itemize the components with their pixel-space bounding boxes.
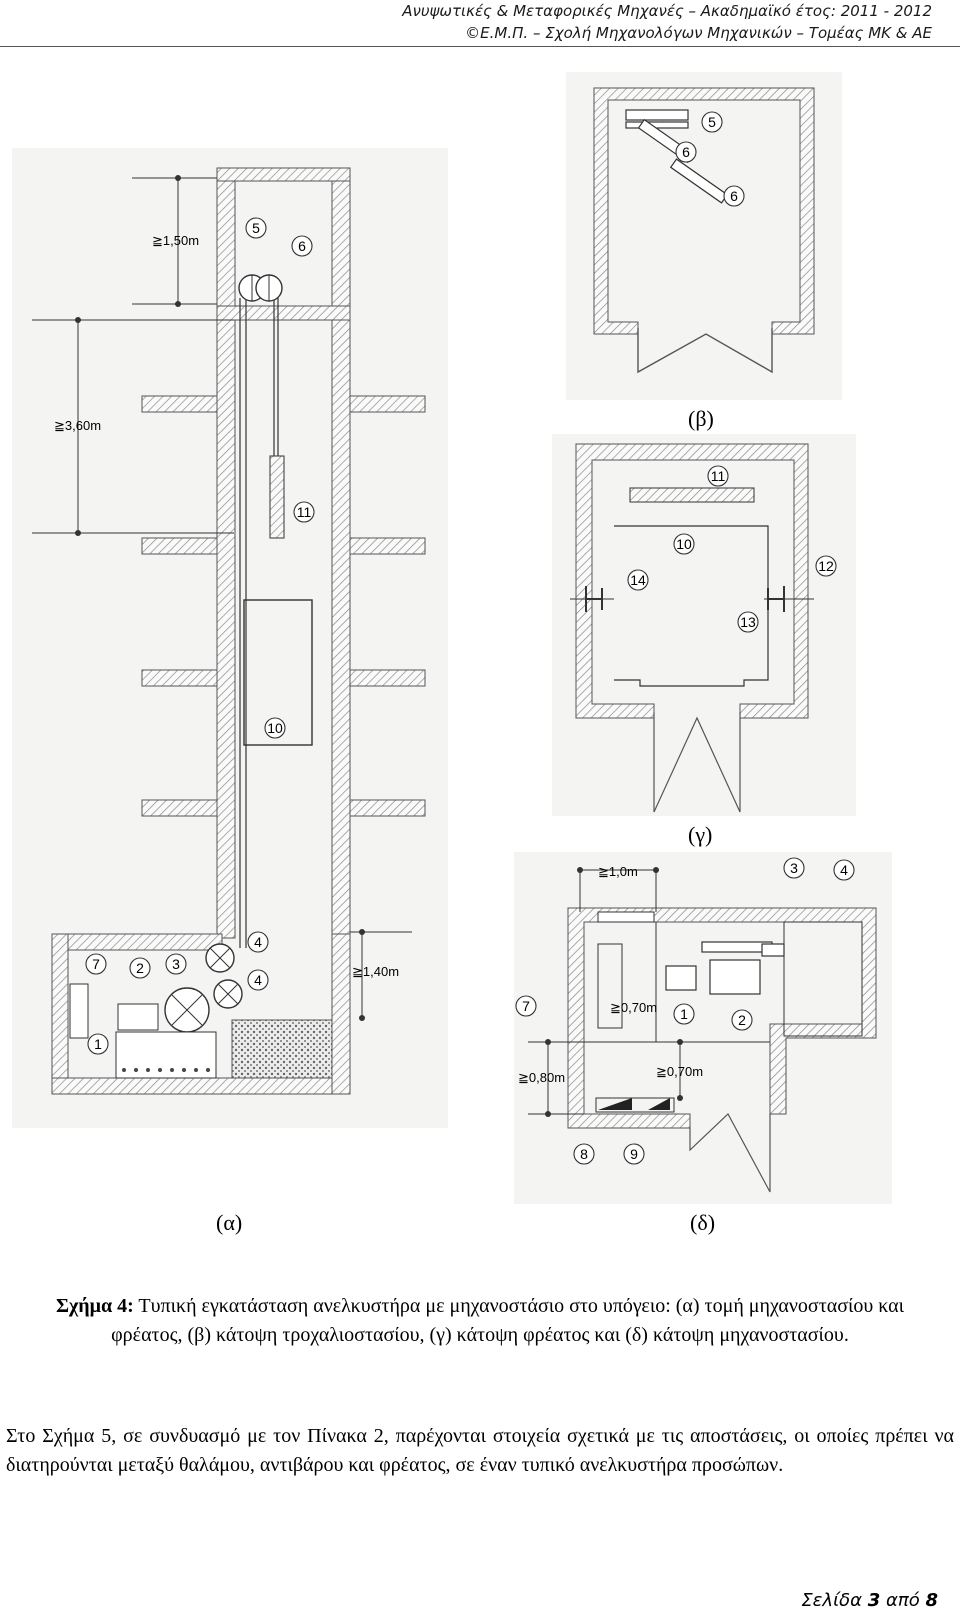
callout-a-10: 10 bbox=[267, 720, 283, 736]
shaft-plan-drawing: 11 10 14 12 13 bbox=[570, 443, 837, 813]
footer-page-number: 3 bbox=[867, 1590, 881, 1611]
header-divider bbox=[0, 46, 960, 47]
callout-a-5: 5 bbox=[252, 220, 260, 236]
footer-page-total: 8 bbox=[925, 1590, 938, 1611]
pulley-room-plan-drawing: 5 6 6 bbox=[593, 87, 815, 374]
dim-a-1-40: ≧1,40m bbox=[352, 964, 399, 979]
header-line-1: Ανυψωτικές & Μεταφορικές Μηχανές – Ακαδη… bbox=[402, 2, 932, 20]
callout-d-9: 9 bbox=[630, 1146, 638, 1162]
panel-a-label: (α) bbox=[216, 1210, 243, 1235]
dim-d-0-70-a: ≧0,70m bbox=[610, 1000, 657, 1015]
callout-b-6b: 6 bbox=[730, 188, 738, 204]
callout-a-1: 1 bbox=[94, 1036, 102, 1052]
callout-d-3: 3 bbox=[790, 860, 798, 876]
dim-a-1-50: ≧1,50m bbox=[152, 233, 199, 248]
figure-panel-c: 11 10 14 12 13 bbox=[552, 434, 856, 816]
dim-d-1-0: ≧1,0m bbox=[598, 864, 638, 879]
body-paragraph: Στο Σχήμα 5, σε συνδυασμό με τον Πίνακα … bbox=[6, 1425, 954, 1476]
dim-d-0-70-b: ≧0,70m bbox=[656, 1064, 703, 1079]
machine-room-plan-drawing: 3 4 7 1 2 8 9 ≧1,0m ≧0,70m ≧0,80m ≧0,70m bbox=[515, 857, 877, 1193]
panel-b-label: (β) bbox=[688, 406, 714, 431]
footer-middle: από bbox=[880, 1590, 926, 1611]
figure-panel-b: 5 6 6 bbox=[566, 72, 842, 400]
callout-d-7: 7 bbox=[522, 998, 530, 1014]
figure-caption-text: Τυπική εγκατάσταση ανελκυστήρα με μηχανο… bbox=[111, 1295, 905, 1346]
page-footer: Σελίδα 3 από 8 bbox=[801, 1590, 938, 1611]
callout-a-6: 6 bbox=[298, 238, 306, 254]
callout-a-7: 7 bbox=[92, 956, 100, 972]
figure-panel-d: 3 4 7 1 2 8 9 ≧1,0m ≧0,70m ≧0,80m ≧0,70m bbox=[514, 852, 892, 1204]
figure-caption-prefix: Σχήμα 4: bbox=[55, 1295, 134, 1317]
callout-c-11: 11 bbox=[711, 468, 726, 484]
footer-prefix: Σελίδα bbox=[801, 1590, 868, 1611]
panel-d-label: (δ) bbox=[690, 1210, 716, 1235]
callout-d-1: 1 bbox=[680, 1006, 688, 1022]
callout-a-2: 2 bbox=[136, 960, 144, 976]
callout-a-4b: 4 bbox=[254, 972, 262, 988]
callout-d-4: 4 bbox=[840, 862, 848, 878]
callout-a-3: 3 bbox=[172, 956, 180, 972]
callout-c-14: 14 bbox=[630, 572, 646, 588]
callout-c-12: 12 bbox=[818, 558, 834, 574]
elevator-section-drawing: 5 6 11 10 4 4 7 2 3 1 ≧1,50m ≧3,60m ≧1,4… bbox=[32, 167, 426, 1095]
callout-b-5: 5 bbox=[708, 114, 716, 130]
figure-panel-a: 5 6 11 10 4 4 7 2 3 1 ≧1,50m ≧3,60m ≧1,4… bbox=[12, 148, 448, 1128]
callout-c-10: 10 bbox=[676, 536, 692, 552]
callout-d-8: 8 bbox=[580, 1146, 588, 1162]
callout-d-2: 2 bbox=[738, 1012, 746, 1028]
dim-d-0-80: ≧0,80m bbox=[518, 1070, 565, 1085]
callout-a-11: 11 bbox=[297, 504, 312, 520]
panel-c-label: (γ) bbox=[688, 822, 713, 847]
dim-a-3-60: ≧3,60m bbox=[54, 418, 101, 433]
figure-caption: Σχήμα 4: Τυπική εγκατάσταση ανελκυστήρα … bbox=[40, 1292, 920, 1350]
callout-a-4a: 4 bbox=[254, 934, 262, 950]
callout-c-13: 13 bbox=[740, 614, 756, 630]
callout-b-6a: 6 bbox=[682, 144, 690, 160]
header-line-2: ©Ε.Μ.Π. – Σχολή Μηχανολόγων Μηχανικών – … bbox=[465, 24, 932, 42]
